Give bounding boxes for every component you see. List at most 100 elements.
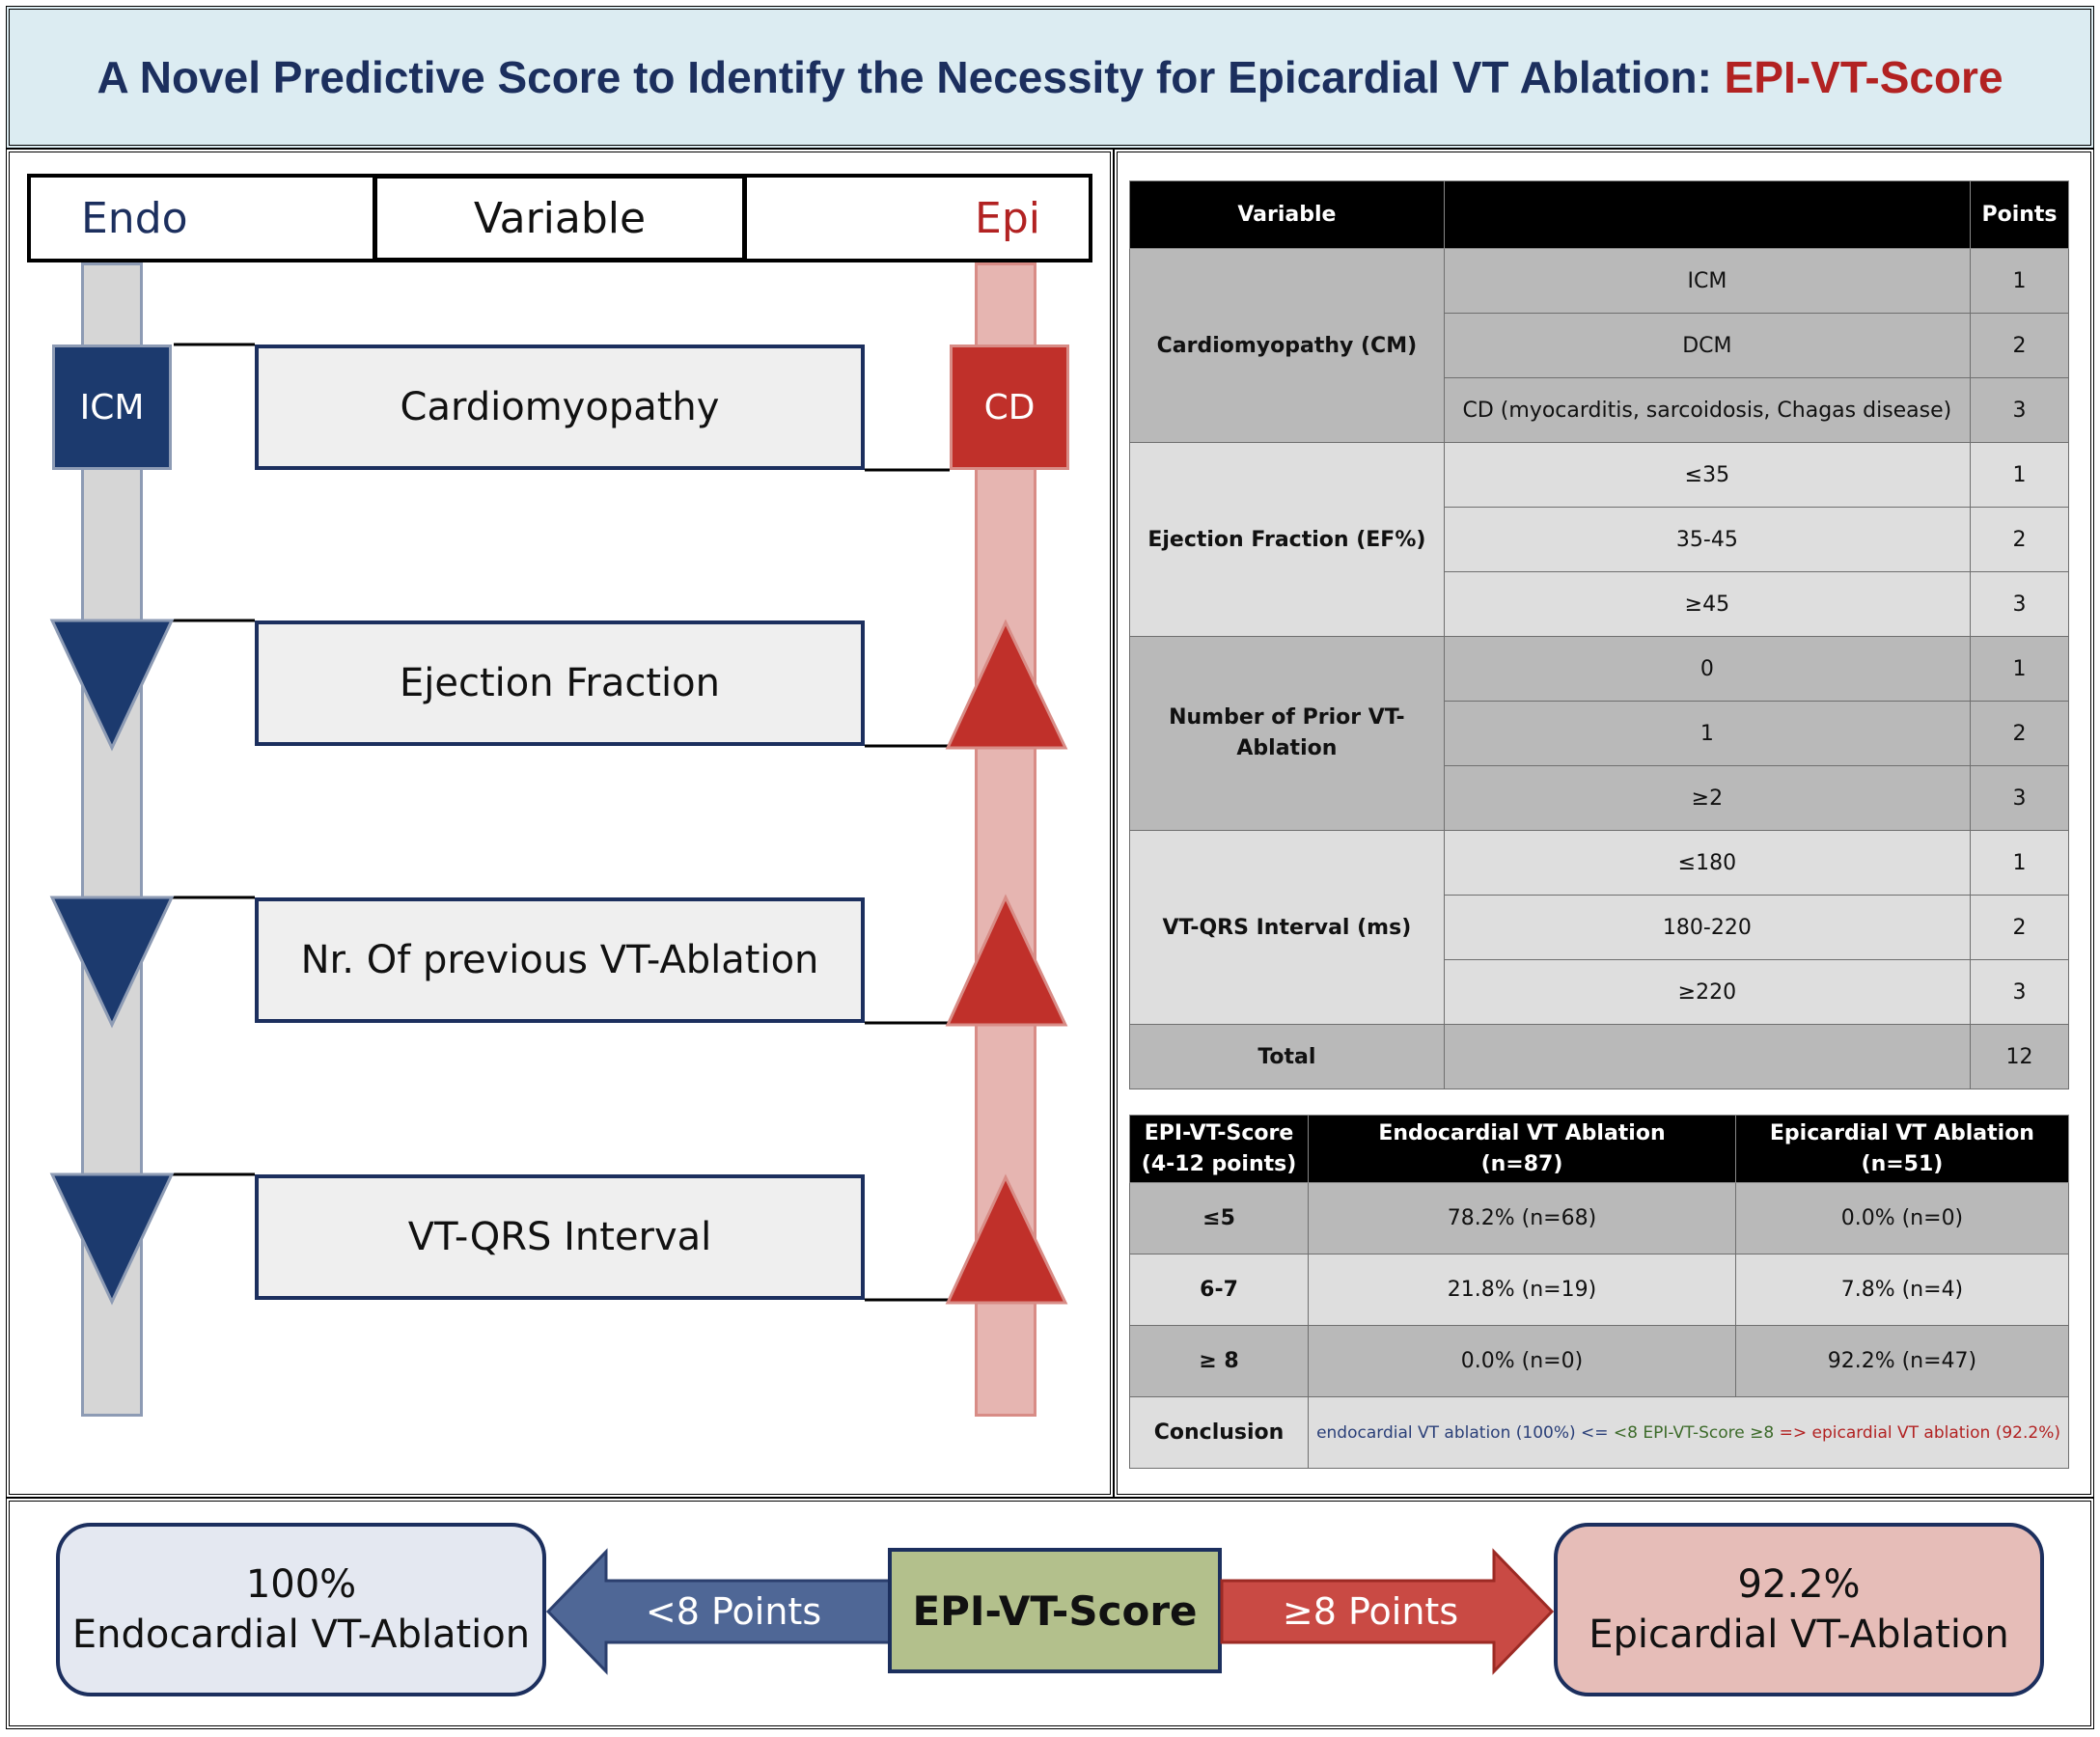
endo-result-label: Endocardial VT-Ablation [71,1613,531,1657]
endo-result-percent: 100% [245,1562,357,1607]
page-title: A Novel Predictive Score to Identify the… [97,51,2003,103]
points-cell: 2 [1970,313,2069,378]
endo-marker-label: ICM [79,387,145,427]
right-arrow-text: ≥8 Points [1282,1590,1459,1633]
epi-cell: 92.2% (n=47) [1734,1325,2070,1397]
right-arrow-shape [1220,1548,1555,1675]
variable-cell: VT-QRS Interval (ms) [1129,830,1445,1025]
value-cell: ≥45 [1443,571,1972,637]
conclusion-mid-text: <8 EPI-VT-Score ≥8 [1613,1422,1775,1443]
endo-cell: 0.0% (n=0) [1308,1325,1736,1397]
header-endo: Endo [27,174,376,262]
epi-up-triangle [945,894,1068,1027]
conclusion-label: Conclusion [1128,1396,1310,1469]
table-row: ≥ 8 0.0% (n=0) 92.2% (n=47) [1128,1325,2070,1397]
points-cell: 2 [1970,701,2069,766]
header-line: (4-12 points) [1141,1151,1297,1176]
center-score-label: EPI-VT-Score [912,1586,1198,1635]
table-row: ≥45 3 [1130,571,2069,637]
value-cell: 35-45 [1443,507,1972,572]
table-row: 35-45 2 [1130,507,2069,572]
value-cell: ≤35 [1443,442,1972,508]
endo-result-box: 100% Endocardial VT-Ablation [56,1523,546,1696]
header-variable: Variable [373,174,747,262]
conclusion-endo-text: endocardial VT ablation (100%) <= [1316,1422,1614,1443]
variable-box-ejection-fraction: Ejection Fraction [255,620,865,746]
variable-box-cardiomyopathy: Cardiomyopathy [255,345,865,470]
score-cell: ≥ 8 [1128,1325,1310,1397]
table-row: ≥2 3 [1130,765,2069,831]
endo-cell: 21.8% (n=19) [1308,1254,1736,1326]
table-row: DCM 2 [1130,313,2069,378]
epi-up-triangle [945,619,1068,750]
table-row: Number of Prior VT-Ablation 0 1 [1129,636,2069,831]
variable-box-prior-ablation: Nr. Of previous VT-Ablation [255,897,865,1023]
connector-lines [49,343,1068,1306]
points-cell: 3 [1970,377,2069,443]
total-row: Total 12 [1129,1024,2069,1089]
value-cell: CD (myocarditis, sarcoidosis, Chagas dis… [1443,377,1972,443]
header-cell: Points [1970,180,2069,249]
outcome-table: EPI-VT-Score (4-12 points) Endocardial VT… [1128,1115,2070,1469]
header-epi-label: Epi [975,193,1040,243]
variable-label: VT-QRS Interval [407,1215,712,1259]
conclusion-epi-text: => epicardial VT ablation (92.2%) [1774,1422,2060,1443]
header-cell: Variable [1129,180,1445,249]
score-table-header: Variable Points [1129,180,2069,249]
endo-down-triangle [49,619,175,752]
value-cell: ≥2 [1443,765,1972,831]
variable-label: Cardiomyopathy [400,385,720,429]
table-row: Cardiomyopathy (CM) ICM 1 [1129,248,2069,443]
title-highlight: EPI-VT-Score [1724,52,2003,102]
header-line: EPI-VT-Score [1144,1120,1294,1145]
value-cell: 1 [1443,701,1972,766]
value-cell: ≤180 [1443,830,1972,896]
endo-cell: 78.2% (n=68) [1308,1182,1736,1254]
table-row: Ejection Fraction (EF%) ≤35 1 [1129,442,2069,637]
header-cell: Endocardial VT Ablation (n=87) [1308,1115,1736,1183]
epi-up-triangle [945,1173,1068,1305]
value-cell: DCM [1443,313,1972,378]
table-row: 180-220 2 [1130,895,2069,960]
header-variable-label: Variable [473,193,647,243]
conclusion-row: Conclusion endocardial VT ablation (100%… [1128,1396,2069,1469]
table-row: 6-7 21.8% (n=19) 7.8% (n=4) [1128,1254,2070,1326]
epi-marker-cd: CD [950,345,1069,470]
points-cell: 2 [1970,507,2069,572]
left-arrow-text: <8 Points [645,1590,822,1633]
value-cell: ≥220 [1443,959,1972,1025]
points-cell: 2 [1970,895,2069,960]
epi-cell: 7.8% (n=4) [1734,1254,2070,1326]
center-score-box: EPI-VT-Score [888,1548,1222,1673]
value-cell: 180-220 [1443,895,1972,960]
variable-label: Nr. Of previous VT-Ablation [300,938,819,982]
points-cell: 1 [1970,636,2069,702]
table-row: ≤5 78.2% (n=68) 0.0% (n=0) [1128,1182,2070,1254]
table-row: ≥220 3 [1130,959,2069,1025]
table-row: CD (myocarditis, sarcoidosis, Chagas dis… [1130,377,2069,443]
endo-marker-icm: ICM [52,345,172,470]
variable-box-qrs-interval: VT-QRS Interval [255,1174,865,1300]
header-line: (n=87) [1480,1151,1563,1176]
variable-cell: Ejection Fraction (EF%) [1129,442,1445,637]
header-cell: EPI-VT-Score (4-12 points) [1128,1115,1310,1183]
total-points: 12 [1970,1024,2069,1089]
conclusion-cell: endocardial VT ablation (100%) <= <8 EPI… [1308,1396,2069,1469]
total-label: Total [1129,1024,1445,1089]
epi-result-label: Epicardial VT-Ablation [1589,1613,2009,1657]
header-cell [1443,180,1972,249]
title-banner: A Novel Predictive Score to Identify the… [6,6,2094,149]
outcome-table-header: EPI-VT-Score (4-12 points) Endocardial VT… [1128,1115,2070,1183]
title-main: A Novel Predictive Score to Identify the… [97,52,1725,102]
endo-down-triangle [49,896,175,1029]
points-cell: 3 [1970,571,2069,637]
variable-cell: Number of Prior VT-Ablation [1129,636,1445,831]
value-cell: 0 [1443,636,1972,702]
variable-label: Ejection Fraction [400,661,720,705]
points-cell: 1 [1970,830,2069,896]
header-line: Endocardial VT Ablation [1378,1120,1666,1145]
endo-down-triangle [49,1172,175,1306]
total-empty [1443,1024,1972,1089]
header-cell: Epicardial VT Ablation(n=51) [1734,1115,2070,1183]
epi-cell: 0.0% (n=0) [1734,1182,2070,1254]
